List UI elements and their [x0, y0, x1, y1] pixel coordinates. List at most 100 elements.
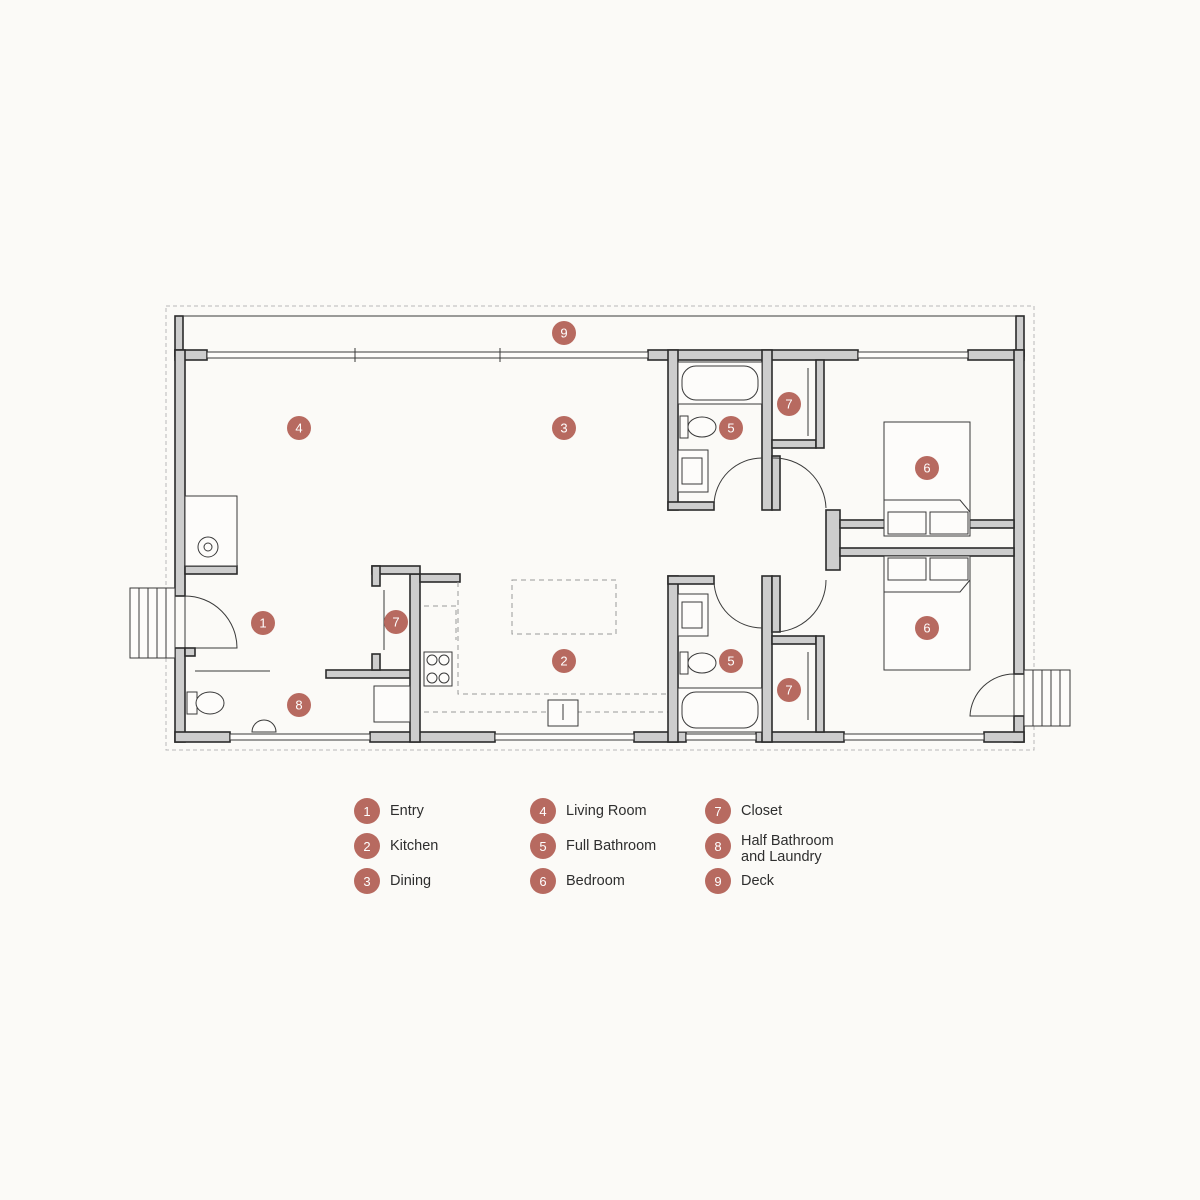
wall-entry-upper: [184, 565, 238, 575]
legend-label: Full Bathroom: [566, 838, 657, 854]
entry-steps-right: [1023, 669, 1071, 727]
room-badge: 7: [384, 610, 408, 634]
room-badge: 4: [287, 416, 311, 440]
room-badge: 5: [719, 649, 743, 673]
legend-label: Bedroom: [566, 873, 625, 889]
room-badge-circle: [552, 321, 576, 345]
kitchen-island: [511, 579, 617, 635]
legend-label: Kitchen: [390, 838, 439, 854]
wall-closet-lower-right: [815, 635, 825, 733]
bath-lower-door: [713, 580, 763, 629]
room-badge: 1: [251, 611, 275, 635]
half-bath-sink: [251, 719, 277, 733]
room-badge-number: 7: [392, 615, 399, 630]
half-bath-toilet: [186, 691, 225, 715]
room-badge-circle: [719, 416, 743, 440]
upper-bathtub: [677, 361, 763, 405]
room-badge-number: 6: [923, 621, 930, 636]
room-badge-circle: [915, 616, 939, 640]
room-badge-number: 4: [295, 421, 302, 436]
room-badge: 3: [552, 416, 576, 440]
rear-door: [969, 673, 1015, 717]
legend: 1 Entry 2 Kitchen 3 Dining 4 Living Room…: [354, 798, 874, 908]
wood-stove: [184, 495, 238, 567]
legend-number: 3: [354, 868, 380, 894]
deck-outline: [165, 305, 1035, 751]
wall-bath-upper-bottom: [667, 501, 715, 511]
room-badge-number: 1: [259, 616, 266, 631]
wall-closet-left-side: [371, 565, 381, 587]
wall-bath-upper-left: [667, 349, 679, 511]
legend-item-closet: 7 Closet: [705, 798, 851, 824]
legend-item-bedroom: 6 Bedroom: [530, 868, 676, 894]
wall-top-2: [647, 349, 859, 361]
washer-dryer: [373, 685, 411, 723]
legend-label: Half Bathroom and Laundry: [741, 833, 834, 865]
wall-bottom-2: [369, 731, 496, 743]
room-badge-circle: [915, 456, 939, 480]
room-badge-circle: [719, 649, 743, 673]
closet-upper-door-swing: [771, 457, 827, 509]
room-badge: 9: [552, 321, 576, 345]
room-badge-number: 8: [295, 698, 302, 713]
wall-bottom-5: [983, 731, 1025, 743]
wall-bath-lower-left: [667, 575, 679, 743]
wall-bath-upper-right: [761, 349, 773, 511]
wall-halfbath-top: [325, 669, 417, 679]
legend-number: 5: [530, 833, 556, 859]
kitchen-counters: [419, 573, 668, 727]
wall-closet-lower-top: [771, 635, 817, 645]
legend-number: 4: [530, 798, 556, 824]
wall-bottom-1: [174, 731, 231, 743]
room-badge-number: 6: [923, 461, 930, 476]
room-badge: 6: [915, 616, 939, 640]
legend-item-deck: 9 Deck: [705, 868, 851, 894]
legend-label: Living Room: [566, 803, 647, 819]
legend-number: 8: [705, 833, 731, 859]
closet-lower-door-swing: [771, 579, 827, 633]
lower-vanity: [677, 593, 709, 637]
room-badges: 1 2 3 4 5 5 6 6 7 7 7 8 9: [251, 321, 939, 717]
legend-number: 2: [354, 833, 380, 859]
room-badge-circle: [251, 611, 275, 635]
legend-label: Deck: [741, 873, 775, 889]
legend-number: 9: [705, 868, 731, 894]
wall-closet-upper-door: [771, 455, 781, 511]
legend-label: Entry: [390, 803, 424, 819]
wall-closet-upper-bottom: [771, 439, 817, 449]
room-badge: 6: [915, 456, 939, 480]
legend-item-kitchen: 2 Kitchen: [354, 833, 500, 859]
legend-number: 1: [354, 798, 380, 824]
legend-item-dining: 3 Dining: [354, 868, 500, 894]
lower-toilet: [679, 651, 717, 675]
legend-item-entry: 1 Entry: [354, 798, 500, 824]
wall-halfbath-right: [409, 573, 421, 743]
bath-upper-door: [713, 457, 763, 506]
room-badge-circle: [777, 678, 801, 702]
room-badge: 5: [719, 416, 743, 440]
room-badge-number: 7: [785, 397, 792, 412]
room-badge: 7: [777, 392, 801, 416]
wall-left-lower: [174, 647, 186, 743]
legend-item-half-bathroom: 8 Half Bathroom and Laundry: [705, 828, 851, 865]
legend-label: Closet: [741, 803, 783, 819]
room-badge-number: 9: [560, 326, 567, 341]
wall-bath-lower-top: [667, 575, 715, 585]
upper-vanity: [677, 449, 709, 493]
legend-label: Dining: [390, 873, 432, 889]
room-badge-circle: [384, 610, 408, 634]
legend-number: 6: [530, 868, 556, 894]
legend-item-full-bathroom: 5 Full Bathroom: [530, 833, 676, 859]
room-badge-number: 5: [727, 654, 734, 669]
wall-closet-left-bottom: [371, 653, 381, 671]
legend-number: 7: [705, 798, 731, 824]
room-badge-number: 2: [560, 654, 567, 669]
wall-bath-lower-right: [761, 575, 773, 743]
wall-bedroom-divider-bottom: [839, 547, 1015, 557]
wall-left-upper: [174, 349, 186, 597]
entry-door: [184, 595, 238, 649]
room-badge-circle: [287, 416, 311, 440]
wall-entry-lower: [184, 647, 196, 657]
room-badge-number: 7: [785, 683, 792, 698]
